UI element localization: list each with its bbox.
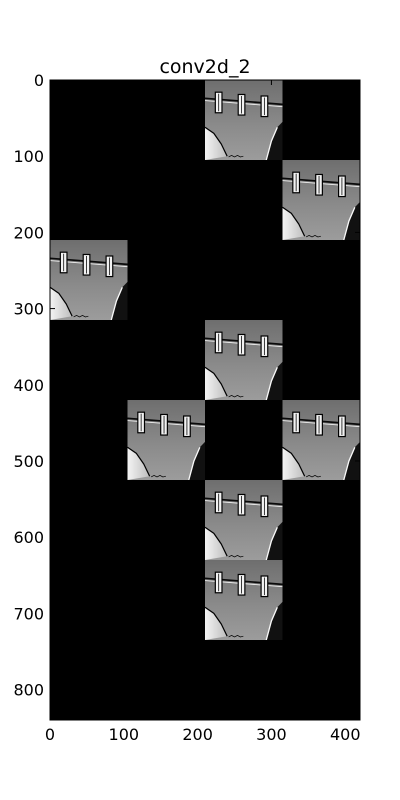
x-tick-label: 100 [109,725,140,744]
y-tick-label: 400 [13,376,44,395]
feature-map-tile [282,400,360,480]
feature-map-tile [205,320,283,400]
y-tick-label: 100 [13,147,44,166]
feature-map-tile [205,80,283,160]
y-tick-label: 700 [13,604,44,623]
y-tick-label: 600 [13,528,44,547]
y-tick-label: 300 [13,300,44,319]
y-tick-label: 200 [13,223,44,242]
chart-title: conv2d_2 [159,56,250,78]
feature-map-tile [205,560,283,640]
y-tick-label: 0 [34,71,44,90]
y-tick-label: 800 [13,681,44,700]
x-tick-label: 0 [45,725,55,744]
y-tick-label: 500 [13,452,44,471]
feature-map-tile [127,400,205,480]
feature-map-tile [205,480,283,560]
axis-ticks: 0 100 200 300 400 0 100 200 300 400 500 600 700 800 [13,71,360,744]
axes-frame [49,79,361,721]
x-tick-label: 300 [256,725,287,744]
x-tick-label: 200 [182,725,213,744]
feature-map-tile [282,160,360,240]
feature-map-tile [50,240,128,320]
x-tick-label: 400 [330,725,361,744]
